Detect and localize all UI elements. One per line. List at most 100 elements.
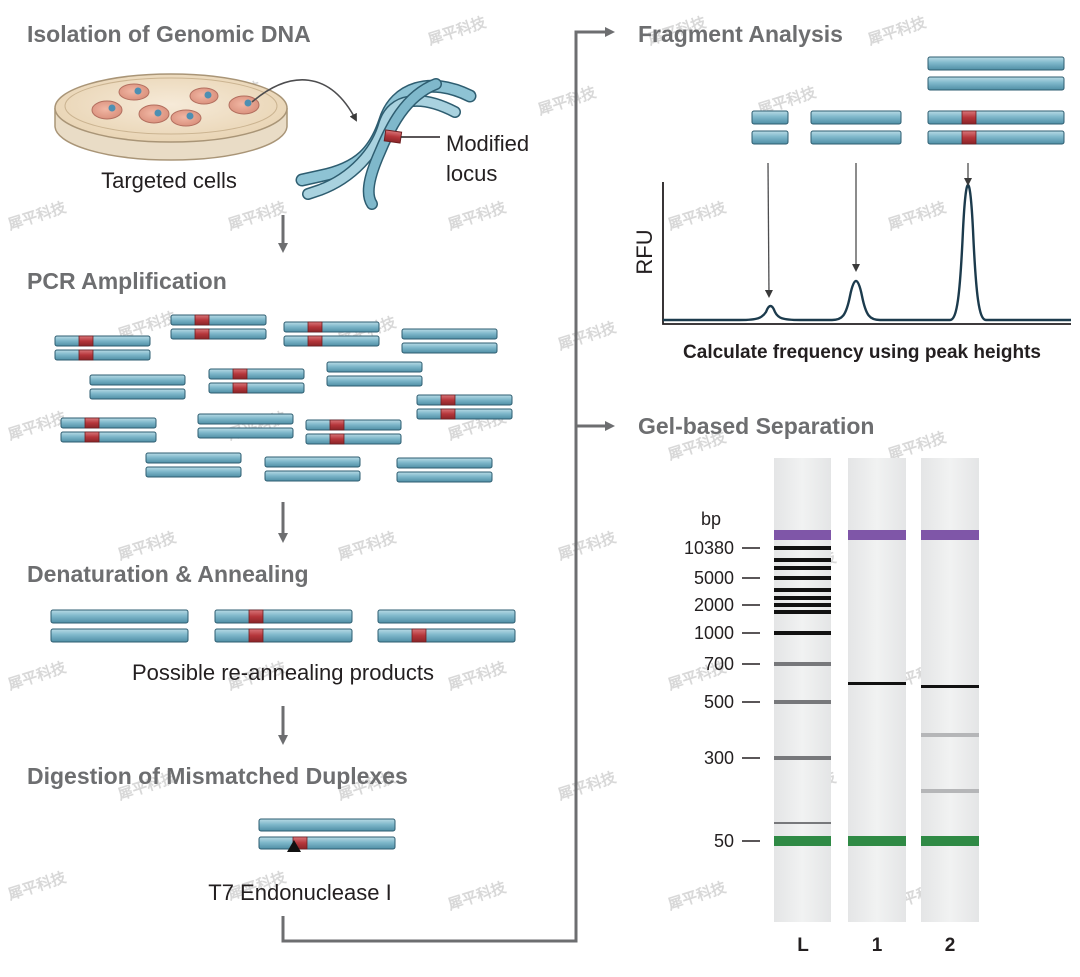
- dna-strand: [89, 388, 186, 400]
- watermark-text: 犀平科技: [5, 868, 70, 904]
- watermark-text: 犀平科技: [115, 528, 180, 564]
- dna-strand: [377, 609, 516, 624]
- dna-duplex: [258, 818, 396, 850]
- dna-duplex: [751, 110, 789, 145]
- lane-2-cleaved-band: [921, 789, 979, 793]
- dna-strand: [197, 427, 294, 439]
- dna-strand: [60, 417, 157, 429]
- dna-strand: [751, 110, 789, 125]
- watermark-text: 犀平科技: [225, 408, 290, 444]
- targeted-cells-label: Targeted cells: [101, 168, 237, 193]
- dna-strand: [214, 628, 353, 643]
- modified-locus-marker: [383, 129, 403, 144]
- dna-strand: [401, 342, 498, 354]
- watermark-text: 犀平科技: [335, 528, 400, 564]
- mutation-marker: [440, 408, 456, 420]
- mutation-marker: [232, 368, 248, 380]
- ladder-size-label: 300: [704, 748, 734, 768]
- dna-duplex: [170, 314, 267, 340]
- plot-axes: [662, 182, 1071, 325]
- ladder-band: [774, 603, 831, 607]
- watermark-text: 犀平科技: [5, 408, 70, 444]
- watermark-text: 犀平科技: [445, 198, 510, 234]
- heading-isolation: Isolation of Genomic DNA: [27, 21, 311, 47]
- fragment-analysis-plot: RFU Calculate frequency using peak heigh…: [632, 162, 1071, 363]
- watermark-text: 犀平科技: [665, 198, 730, 234]
- mutation-marker: [961, 130, 977, 145]
- rfu-axis-label: RFU: [632, 229, 657, 274]
- dna-strand: [264, 470, 361, 482]
- ladder-size-label: 700: [704, 654, 734, 674]
- gel-lane-ladder: [774, 458, 831, 922]
- ladder-band: [774, 558, 831, 562]
- dna-strand: [145, 452, 242, 464]
- ladder-band: [774, 822, 831, 824]
- dna-strand: [751, 130, 789, 145]
- heading-gel-separation: Gel-based Separation: [638, 413, 874, 439]
- ladder-band: [774, 596, 831, 600]
- watermark-text: 犀平科技: [5, 198, 70, 234]
- dna-duplex: [396, 457, 493, 483]
- dna-duplex: [401, 328, 498, 354]
- dna-duplex: [50, 609, 189, 643]
- cell-icons: [91, 83, 260, 127]
- mutation-marker: [329, 433, 345, 445]
- connector-to-fragment-analysis: [281, 27, 615, 943]
- lane-label: 2: [945, 935, 956, 956]
- mutation-marker: [248, 609, 264, 624]
- reannealing-caption: Possible re-annealing products: [132, 660, 434, 685]
- dna-strand: [396, 457, 493, 469]
- dna-duplex: [927, 56, 1065, 91]
- lane-label: L: [797, 935, 809, 956]
- upper-marker-band: [848, 530, 906, 540]
- ladder-band: [774, 756, 831, 760]
- dna-strand: [54, 335, 151, 347]
- mutation-marker: [307, 321, 323, 333]
- gel-lane-1: [848, 458, 906, 922]
- mutation-marker: [440, 394, 456, 406]
- heading-digestion: Digestion of Mismatched Duplexes: [27, 763, 408, 789]
- dna-strand: [377, 628, 516, 643]
- mutation-marker: [248, 628, 264, 643]
- watermark-text: 犀平科技: [445, 878, 510, 914]
- watermark-text: 犀平科技: [555, 528, 620, 564]
- ladder-size-label: 50: [714, 831, 734, 851]
- dna-duplex: [89, 374, 186, 400]
- mutation-marker: [232, 382, 248, 394]
- ladder-size-label: 2000: [694, 595, 734, 615]
- peak-arrow-small: [764, 162, 773, 298]
- dna-strand: [54, 349, 151, 361]
- dna-strand: [145, 466, 242, 478]
- lower-marker-band: [774, 836, 831, 846]
- watermark-text: 犀平科技: [555, 318, 620, 354]
- dna-duplex: [214, 609, 353, 643]
- dna-strand: [326, 361, 423, 373]
- watermark-text: 犀平科技: [535, 83, 600, 119]
- gel-bands: [774, 530, 979, 846]
- dna-duplex: [810, 110, 902, 145]
- ladder-band: [774, 631, 831, 635]
- lane-label: 1: [872, 935, 883, 956]
- dna-strand: [258, 836, 396, 850]
- dna-strand: [89, 374, 186, 386]
- ladder-band: [774, 588, 831, 592]
- dna-duplex: [927, 110, 1065, 145]
- dna-strand: [416, 394, 513, 406]
- mutation-marker: [411, 628, 427, 643]
- lower-marker-band: [848, 836, 906, 846]
- dna-duplex: [377, 609, 516, 643]
- petri-dish-icon: [54, 73, 288, 161]
- ladder-band: [774, 576, 831, 580]
- dna-strand: [197, 413, 294, 425]
- ladder-band: [774, 610, 831, 614]
- dna-strand: [396, 471, 493, 483]
- heading-pcr: PCR Amplification: [27, 268, 227, 294]
- enzyme-label: T7 Endonuclease I: [208, 880, 391, 905]
- heading-fragment-analysis: Fragment Analysis: [638, 21, 843, 47]
- heading-denaturation: Denaturation & Annealing: [27, 561, 309, 587]
- lane-1-band: [848, 682, 906, 685]
- dna-strand: [416, 408, 513, 420]
- reannealed-duplexes: [50, 609, 516, 643]
